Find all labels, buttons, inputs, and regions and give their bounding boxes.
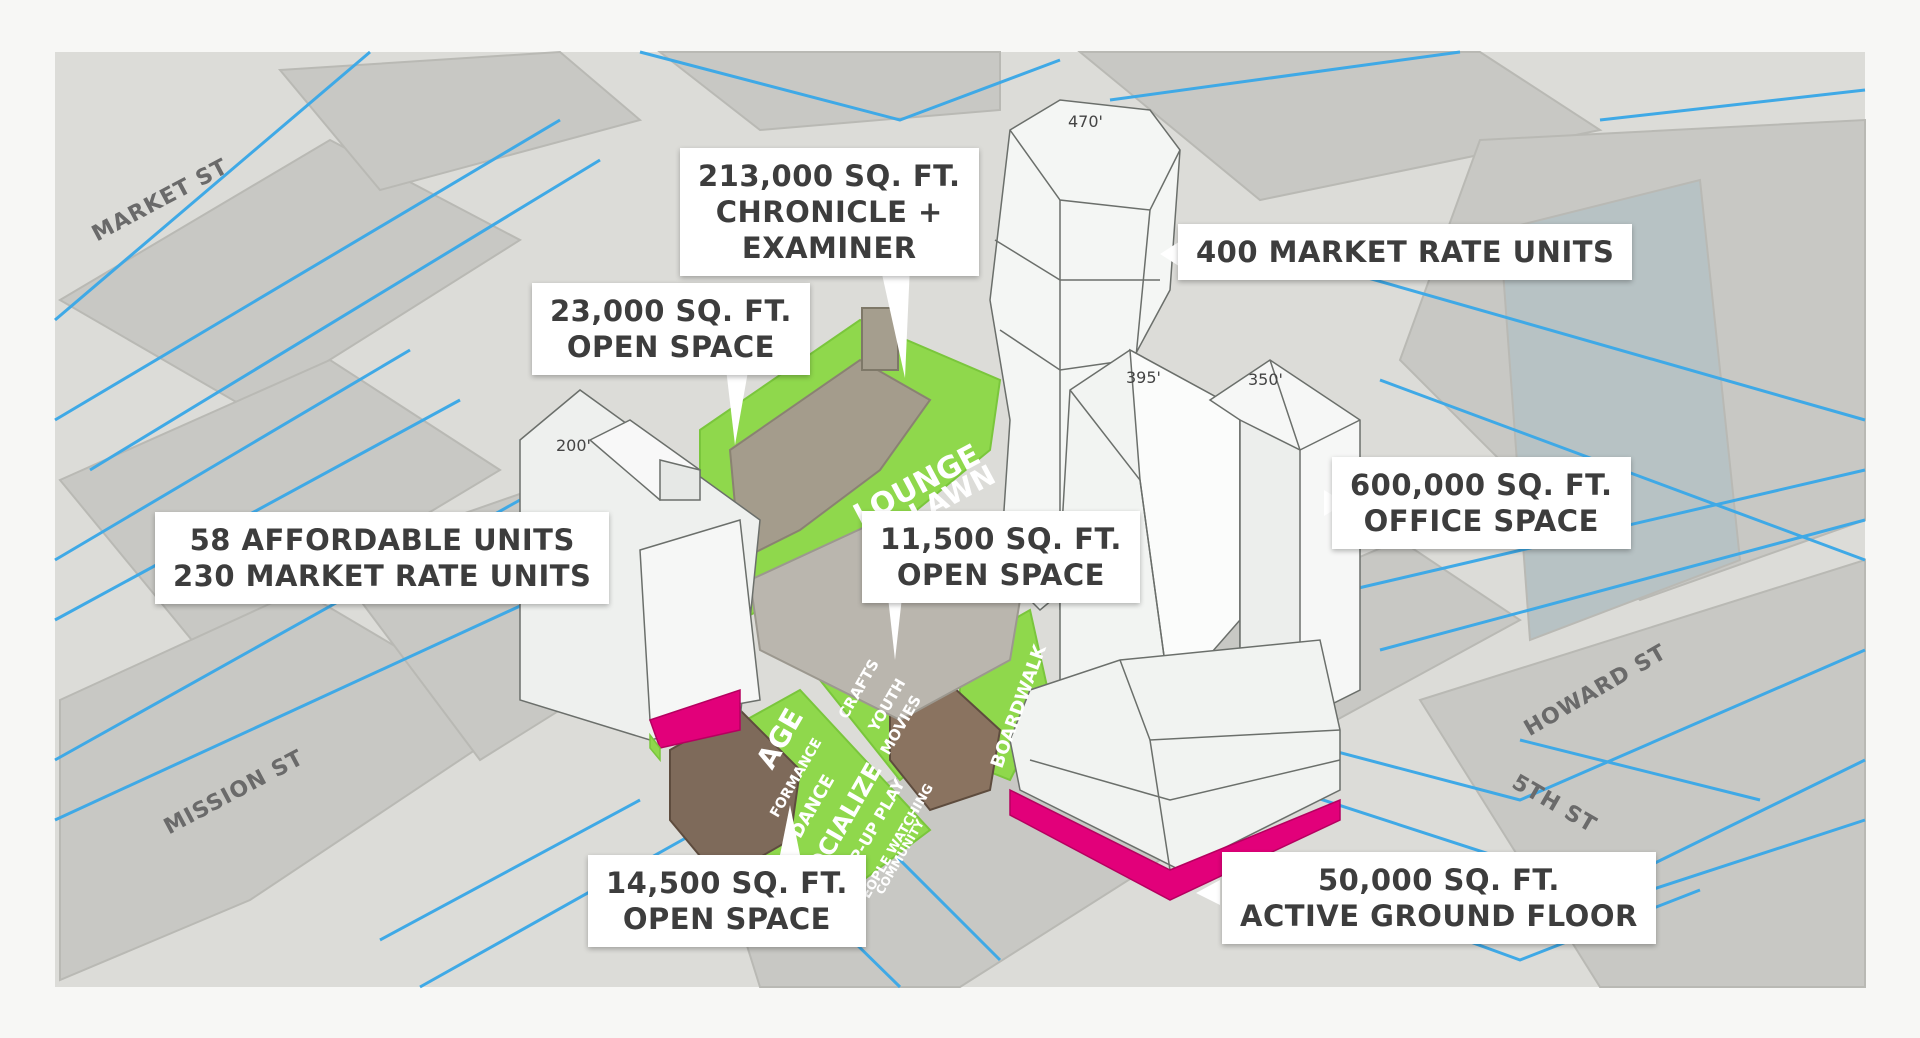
office-podium xyxy=(1009,639,1341,901)
callout-line: 50,000 SQ. FT. xyxy=(1317,863,1560,897)
active-ground-floor xyxy=(1009,788,1341,901)
callout-line: OPEN SPACE xyxy=(566,330,775,364)
callout-line: OPEN SPACE xyxy=(896,558,1105,592)
callout-line: OFFICE SPACE xyxy=(1363,504,1599,538)
callout-active-ground-floor: 50,000 SQ. FT. ACTIVE GROUND FLOOR xyxy=(1222,852,1656,944)
callout-line: 400 MARKET RATE UNITS xyxy=(1196,235,1615,269)
callout-line: OPEN SPACE xyxy=(622,902,831,936)
callout-line: 600,000 SQ. FT. xyxy=(1350,468,1613,502)
callout-office-space: 600,000 SQ. FT. OFFICE SPACE xyxy=(1332,457,1631,549)
callout-23000-open-space: 23,000 SQ. FT. OPEN SPACE xyxy=(532,283,810,375)
callout-line: 23,000 SQ. FT. xyxy=(550,294,792,328)
callout-11500-open-space: 11,500 SQ. FT. OPEN SPACE xyxy=(862,511,1140,603)
callout-line: 11,500 SQ. FT. xyxy=(880,522,1122,556)
small-tower xyxy=(861,307,899,371)
callout-line: 58 AFFORDABLE UNITS xyxy=(189,523,575,557)
residential-tower-200 xyxy=(519,389,761,763)
callout-affordable-units: 58 AFFORDABLE UNITS 230 MARKET RATE UNIT… xyxy=(155,512,610,604)
callout-line: 14,500 SQ. FT. xyxy=(606,866,848,900)
callout-line: 230 MARKET RATE UNITS xyxy=(173,559,592,593)
callout-line: 213,000 SQ. FT. xyxy=(698,159,961,193)
callout-400-market-rate-units: 400 MARKET RATE UNITS xyxy=(1178,224,1633,280)
callout-line: ACTIVE GROUND FLOOR xyxy=(1240,899,1638,933)
callout-chronicle-examiner: 213,000 SQ. FT. CHRONICLE + EXAMINER xyxy=(680,148,979,276)
height-label-470: 470' xyxy=(1068,112,1103,131)
height-label-350: 350' xyxy=(1248,370,1283,389)
height-label-395: 395' xyxy=(1126,368,1161,387)
callout-line: EXAMINER xyxy=(741,231,917,265)
callout-14500-open-space: 14,500 SQ. FT. OPEN SPACE xyxy=(588,855,866,947)
height-label-200: 200' xyxy=(556,436,591,455)
callout-line: CHRONICLE + xyxy=(715,195,943,229)
